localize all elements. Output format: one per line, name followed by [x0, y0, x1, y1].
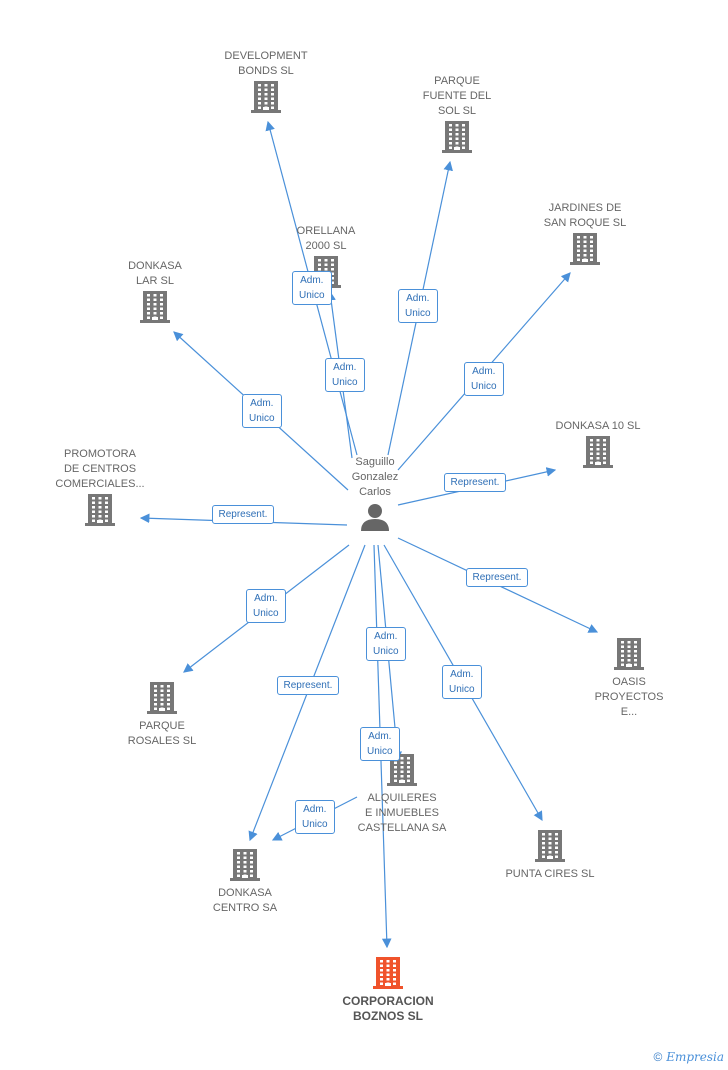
edge-label-corporacion[interactable]: Adm. Unico — [360, 727, 400, 761]
edge-label-orellana[interactable]: Adm. Unico — [325, 358, 365, 392]
edge-label-jardines[interactable]: Adm. Unico — [464, 362, 504, 396]
edge-label-oasis[interactable]: Represent. — [465, 567, 529, 587]
company-label: ORELLANA 2000 SL — [296, 225, 356, 252]
company-node-promotora[interactable]: PROMOTORA DE CENTROS COMERCIALES... — [45, 447, 155, 531]
brand-name: Empresia — [666, 1050, 724, 1064]
edge-label-donkasa-lar[interactable]: Adm. Unico — [242, 394, 282, 428]
building-icon — [85, 494, 115, 526]
company-label: DEVELOPMENT BONDS SL — [224, 50, 308, 77]
company-node-parque-fuente[interactable]: PARQUE FUENTE DEL SOL SL — [407, 74, 507, 158]
person-name: Saguillo Gonzalez Carlos — [351, 456, 399, 498]
edge-label-donkasa-centro[interactable]: Represent. — [276, 675, 340, 695]
edge-label-promotora[interactable]: Represent. — [211, 504, 275, 524]
company-node-donkasa-lar[interactable]: DONKASA LAR SL — [110, 259, 200, 328]
company-node-parque-rosales[interactable]: PARQUE ROSALES SL — [112, 680, 212, 749]
building-icon — [442, 121, 472, 153]
company-node-donkasa-10[interactable]: DONKASA 10 SL — [543, 419, 653, 473]
company-label: JARDINES DE SAN ROQUE SL — [543, 202, 627, 229]
edge-label-alquileres[interactable]: Adm. Unico — [366, 627, 406, 661]
company-node-development-bonds[interactable]: DEVELOPMENT BONDS SL — [211, 49, 321, 118]
building-icon — [570, 233, 600, 265]
edge-label-donkasa-10[interactable]: Represent. — [443, 472, 507, 492]
company-label: PARQUE FUENTE DEL SOL SL — [422, 75, 492, 117]
company-label: CORPORACION BOZNOS SL — [342, 994, 434, 1023]
company-label: PUNTA CIRES SL — [505, 868, 595, 880]
company-node-jardines[interactable]: JARDINES DE SAN ROQUE SL — [530, 201, 640, 270]
center-person[interactable]: Saguillo Gonzalez Carlos — [330, 455, 420, 537]
copyright-mark: © — [653, 1050, 663, 1064]
building-icon — [251, 81, 281, 113]
building-icon — [387, 754, 417, 786]
edge-label-parque-rosales[interactable]: Adm. Unico — [246, 589, 286, 623]
building-icon — [373, 957, 403, 989]
edge-label-donkasa-centro[interactable]: Adm. Unico — [295, 800, 335, 834]
company-label: DONKASA LAR SL — [128, 260, 182, 287]
edge-label-development-bonds[interactable]: Adm. Unico — [292, 271, 332, 305]
company-label: PARQUE ROSALES SL — [127, 720, 197, 747]
company-node-corporacion[interactable]: CORPORACION BOZNOS SL — [328, 955, 448, 1024]
building-icon — [147, 682, 177, 714]
building-icon — [583, 436, 613, 468]
building-icon — [230, 849, 260, 881]
building-icon — [535, 830, 565, 862]
edge-label-parque-fuente[interactable]: Adm. Unico — [398, 289, 438, 323]
building-icon — [614, 638, 644, 670]
brand-logo: © Empresia — [654, 1050, 724, 1064]
company-node-donkasa-centro[interactable]: DONKASA CENTRO SA — [195, 847, 295, 916]
company-node-oasis[interactable]: OASIS PROYECTOS E... — [584, 636, 674, 720]
company-label: ALQUILERES E INMUEBLES CASTELLANA SA — [357, 792, 447, 834]
person-icon — [361, 504, 389, 531]
company-label: OASIS PROYECTOS E... — [594, 676, 664, 718]
company-label: DONKASA 10 SL — [555, 420, 641, 432]
edge-label-punta-cires[interactable]: Adm. Unico — [442, 665, 482, 699]
company-label: PROMOTORA DE CENTROS COMERCIALES... — [55, 448, 145, 490]
company-label: DONKASA CENTRO SA — [212, 887, 278, 914]
company-node-punta-cires[interactable]: PUNTA CIRES SL — [495, 828, 605, 882]
company-node-alquileres[interactable]: ALQUILERES E INMUEBLES CASTELLANA SA — [342, 752, 462, 836]
building-icon — [140, 291, 170, 323]
